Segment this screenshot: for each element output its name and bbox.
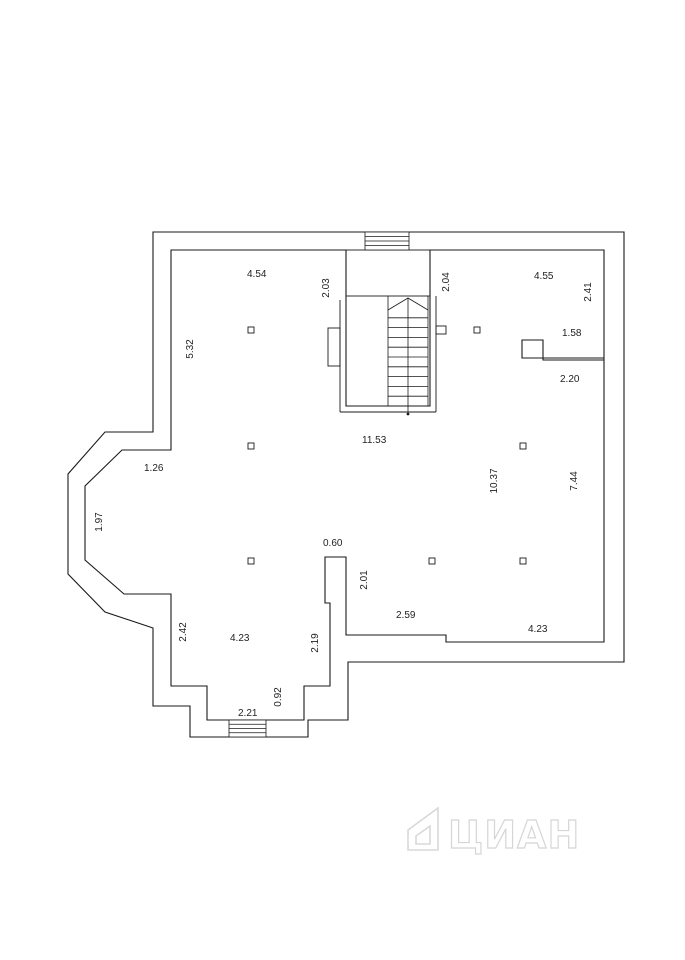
dim-partition-height: 2.01 [359, 570, 370, 590]
stair-niche-right [435, 325, 447, 335]
dim-total-width: 11.53 [362, 435, 387, 446]
top-entrance-threshold [364, 231, 410, 251]
stair-niche-left [327, 327, 341, 367]
dim-left-height: 5.32 [185, 339, 196, 359]
stair-flight [387, 296, 429, 416]
ceiling-light-marker [473, 326, 481, 334]
ceiling-light-marker [247, 442, 255, 450]
dim-bay-diagonal: 1.26 [144, 463, 164, 474]
dim-right-step-width: 2.20 [560, 374, 580, 385]
dim-middle-height: 10.37 [489, 468, 500, 493]
inner-wall [84, 249, 605, 721]
ceiling-light-marker [247, 326, 255, 334]
stair-start-dot [406, 412, 410, 416]
dim-bottom-mid-width: 2.59 [396, 610, 416, 621]
dim-bottom-right-width: 4.23 [528, 624, 548, 635]
ceiling-light-marker [247, 557, 255, 565]
dim-entrance-depth: 0.92 [273, 687, 284, 707]
dim-bottom-inner-height: 2.19 [310, 633, 321, 653]
stair-landing [345, 249, 431, 297]
dim-right-notch-height: 2.41 [583, 282, 594, 302]
dim-top-right-width: 4.55 [534, 271, 554, 282]
bottom-entrance-threshold [228, 719, 267, 738]
dim-partition-width: 0.60 [323, 538, 343, 549]
dim-bay-side: 1.97 [94, 512, 105, 532]
cian-house-icon [407, 806, 439, 851]
watermark: ЦИАН [407, 806, 580, 858]
dim-bottom-left-width: 4.23 [230, 633, 250, 644]
ceiling-light-marker [519, 557, 527, 565]
dim-stair-left-depth: 2.03 [321, 278, 332, 298]
watermark-text: ЦИАН [448, 813, 580, 857]
dim-right-notch-width: 1.58 [562, 328, 582, 339]
dim-top-left-width: 4.54 [247, 269, 267, 280]
dim-right-height: 7.44 [569, 471, 580, 491]
dim-stair-right-depth: 2.04 [441, 272, 452, 292]
ceiling-light-marker [519, 442, 527, 450]
ceiling-light-marker [428, 557, 436, 565]
dim-entrance-width: 2.21 [238, 708, 258, 719]
outer-wall [67, 231, 625, 738]
ceiling-markers [247, 326, 527, 565]
dim-bottom-left-height: 2.42 [178, 622, 189, 642]
